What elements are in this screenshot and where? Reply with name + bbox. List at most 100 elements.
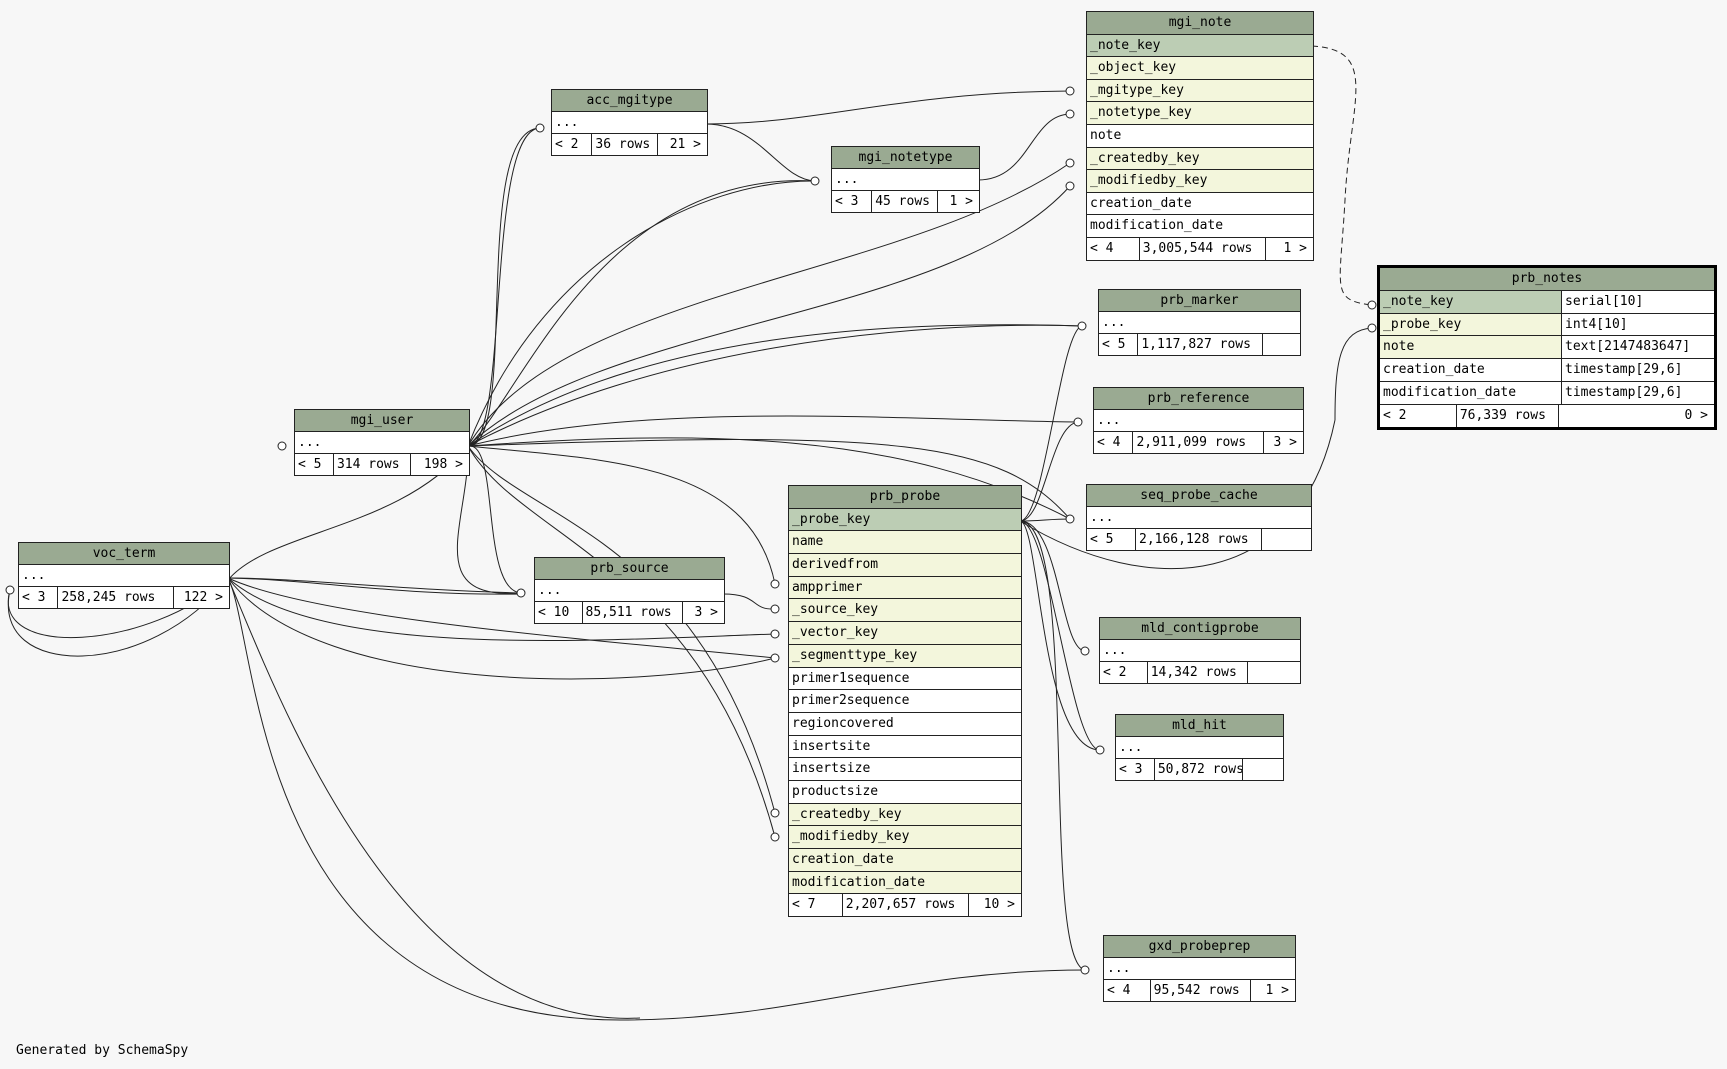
column-row[interactable]: primer1sequence (789, 667, 1021, 691)
table-title[interactable]: prb_probe (789, 486, 1021, 509)
children-count[interactable] (1248, 662, 1300, 683)
column-row[interactable]: regioncovered (789, 712, 1021, 736)
collapsed-columns[interactable]: ... (1100, 640, 1300, 662)
children-count[interactable]: 21 > (669, 137, 701, 152)
table-title[interactable]: prb_notes (1380, 268, 1714, 291)
column-row[interactable]: _source_key (789, 599, 1021, 623)
table-title[interactable]: prb_source (535, 558, 724, 580)
children-count[interactable]: 1 > (1283, 240, 1308, 256)
column-row[interactable]: _modifiedby_key (1087, 170, 1313, 193)
column-row[interactable]: _vector_key (789, 622, 1021, 645)
column-row[interactable]: creation_date (1087, 192, 1313, 216)
parents-count[interactable]: < 4 (1094, 432, 1134, 453)
parents-count[interactable]: < 2 (552, 134, 593, 155)
table-title[interactable]: acc_mgitype (552, 90, 707, 112)
column-row[interactable]: _modifiedby_key (789, 826, 1021, 849)
column-row[interactable]: insertsize (789, 758, 1021, 781)
column-row[interactable]: primer2sequence (789, 690, 1021, 713)
parents-count[interactable]: < 3 (19, 587, 59, 608)
column-row[interactable]: creation_date (789, 849, 1021, 872)
children-count[interactable]: 122 > (183, 590, 223, 605)
column-row[interactable]: modification_date (1087, 215, 1313, 238)
children-count[interactable]: 3 > (694, 605, 718, 620)
table-title[interactable]: mgi_notetype (832, 147, 979, 169)
table-title[interactable]: mld_hit (1116, 715, 1283, 737)
parents-count[interactable]: < 2 (1100, 662, 1148, 683)
collapsed-columns[interactable]: ... (1116, 737, 1283, 759)
parents-count[interactable]: < 3 (832, 191, 873, 212)
column-row[interactable]: note (1087, 124, 1313, 148)
parents-count[interactable]: < 2 (1380, 404, 1457, 427)
column-row[interactable]: ampprimer (789, 576, 1021, 600)
table-title[interactable]: prb_marker (1099, 290, 1300, 312)
parents-count[interactable]: < 10 (535, 602, 583, 623)
collapsed-columns[interactable]: ... (1099, 312, 1300, 334)
parents-count[interactable]: < 5 (1087, 529, 1136, 550)
table-title[interactable]: gxd_probeprep (1104, 936, 1295, 958)
collapsed-columns[interactable]: ... (1087, 507, 1311, 529)
relationship-line (1019, 520, 1086, 652)
column-row[interactable]: _object_key (1087, 57, 1313, 80)
children-count[interactable]: 10 > (983, 897, 1015, 913)
column-row[interactable]: _notetype_key (1087, 102, 1313, 125)
collapsed-columns[interactable]: ... (1104, 958, 1295, 980)
collapsed-columns[interactable]: ... (1094, 410, 1303, 432)
parents-count[interactable]: < 5 (295, 454, 334, 475)
column-row[interactable]: _createdby_key (1087, 147, 1313, 171)
parents-count[interactable]: < 5 (1099, 334, 1139, 355)
parents-count[interactable]: < 3 (1116, 759, 1155, 780)
column-row[interactable]: _probe_key (789, 508, 1021, 532)
children-count[interactable] (1262, 529, 1311, 550)
children-count[interactable] (1243, 759, 1283, 780)
children-count[interactable]: 1 > (1265, 983, 1289, 998)
children-count[interactable] (1263, 334, 1300, 355)
children-count[interactable]: 3 > (1273, 435, 1297, 450)
column-row[interactable]: _note_key (1087, 34, 1313, 58)
table-title[interactable]: mgi_user (295, 410, 469, 432)
column-name: _probe_key (792, 511, 871, 527)
column-row[interactable]: modification_date (789, 871, 1021, 895)
column-row[interactable]: productsize (789, 780, 1021, 804)
parents-count[interactable]: < 4 (1104, 980, 1151, 1001)
table-title[interactable]: voc_term (19, 543, 229, 565)
column-row[interactable]: derivedfrom (789, 554, 1021, 577)
parents-count[interactable]: < 7 (789, 894, 843, 917)
column-row[interactable]: _mgitype_key (1087, 79, 1313, 103)
collapsed-columns[interactable]: ... (19, 565, 229, 587)
children-count[interactable]: 0 > (1684, 407, 1708, 423)
column-row[interactable]: insertsite (789, 735, 1021, 759)
table-title[interactable]: mgi_note (1087, 12, 1313, 35)
column-row[interactable]: _segmenttype_key (789, 644, 1021, 668)
table-title[interactable]: prb_reference (1094, 388, 1303, 410)
collapsed-columns[interactable]: ... (552, 112, 707, 134)
column-row[interactable]: name (789, 531, 1021, 555)
table-title[interactable]: seq_probe_cache (1087, 485, 1311, 507)
children-count[interactable]: 198 > (423, 457, 463, 472)
table-title[interactable]: mld_contigprobe (1100, 618, 1300, 640)
table-mgi-note[interactable]: mgi_note_note_key_object_key_mgitype_key… (1086, 11, 1314, 261)
collapsed-columns[interactable]: ... (832, 169, 979, 191)
column-row[interactable]: _createdby_key (789, 803, 1021, 827)
parents-count[interactable]: < 4 (1087, 237, 1140, 260)
collapsed-columns[interactable]: ... (535, 580, 724, 602)
collapsed-columns[interactable]: ... (295, 432, 469, 454)
children-count[interactable]: 1 > (949, 194, 973, 209)
